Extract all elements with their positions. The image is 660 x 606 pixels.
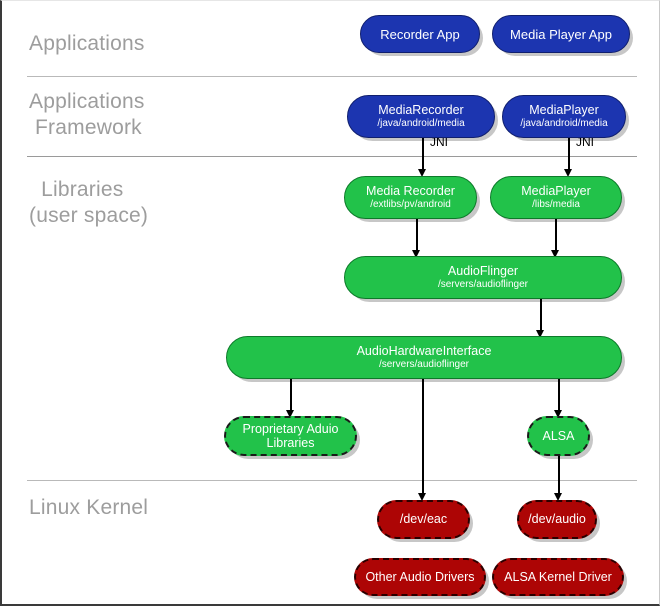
layer-label-applications-framework: Applications Framework xyxy=(29,90,145,139)
connector-audioflinger-ahi xyxy=(540,298,542,332)
node-dev-audio[interactable]: /dev/audio xyxy=(517,500,597,539)
arrowhead-ahi-proprietary xyxy=(286,410,294,418)
node-audiohardwareinterface-title: AudioHardwareInterface xyxy=(356,344,492,358)
node-mediarecorder-framework[interactable]: MediaRecorder /java/android/media xyxy=(347,95,495,138)
arrowhead-audioflinger-ahi xyxy=(536,330,544,338)
connector-ahi-proprietary xyxy=(290,378,292,412)
node-alsa[interactable]: ALSA xyxy=(527,416,590,456)
node-audioflinger[interactable]: AudioFlinger /servers/audioflinger xyxy=(344,256,622,299)
node-audioflinger-path: /servers/audioflinger xyxy=(437,279,529,290)
divider-applications xyxy=(27,76,637,77)
connector-mediaplayer-audioflinger xyxy=(555,218,557,252)
node-mediaplayer-framework-title: MediaPlayer xyxy=(529,103,599,117)
node-audiohardwareinterface-path: /servers/audioflinger xyxy=(378,359,470,370)
connector-mediaplayer-jni xyxy=(568,137,570,171)
node-mediarecorder-framework-title: MediaRecorder xyxy=(378,103,464,117)
node-dev-audio-title: /dev/audio xyxy=(528,512,586,526)
divider-framework xyxy=(27,156,637,157)
node-media-player-app-title: Media Player App xyxy=(510,26,612,42)
node-recorder-app[interactable]: Recorder App xyxy=(360,15,480,53)
arrowhead-mediaplayer-audioflinger xyxy=(551,250,559,258)
node-mediaplayer-framework-path: /java/android/media xyxy=(520,118,608,129)
node-other-audio-drivers[interactable]: Other Audio Drivers xyxy=(354,558,486,596)
arrowhead-ahi-dev-eac xyxy=(418,493,426,501)
node-other-audio-drivers-title: Other Audio Drivers xyxy=(365,569,475,584)
node-alsa-kernel-driver-title: ALSA Kernel Driver xyxy=(504,569,612,584)
connector-ahi-dev-eac xyxy=(422,378,424,496)
node-media-recorder-lib-path: /extlibs/pv/android xyxy=(370,199,451,210)
layer-label-libraries: Libraries (user space) xyxy=(29,178,149,227)
node-media-player-app[interactable]: Media Player App xyxy=(492,15,630,53)
node-mediaplayer-lib-path: /libs/media xyxy=(532,199,580,210)
edge-label-jni-right: JNI xyxy=(576,135,594,149)
layer-label-applications: Applications xyxy=(29,32,145,55)
node-alsa-title: ALSA xyxy=(542,428,575,443)
arrowhead-ahi-alsa xyxy=(554,410,562,418)
node-mediaplayer-framework[interactable]: MediaPlayer /java/android/media xyxy=(502,95,626,138)
layer-label-linux-kernel: Linux Kernel xyxy=(29,496,149,519)
connector-alsa-dev-audio xyxy=(558,455,560,495)
node-proprietary-audio-libraries-title: Proprietary Aduio Libraries xyxy=(242,422,339,450)
node-audioflinger-title: AudioFlinger xyxy=(447,264,519,278)
divider-kernel xyxy=(27,480,637,481)
node-mediaplayer-lib[interactable]: MediaPlayer /libs/media xyxy=(490,176,622,219)
node-proprietary-audio-libraries[interactable]: Proprietary Aduio Libraries xyxy=(224,416,357,456)
arrowhead-mediaplayer-jni xyxy=(564,169,572,177)
node-media-recorder-lib[interactable]: Media Recorder /extlibs/pv/android xyxy=(344,176,477,219)
node-dev-eac[interactable]: /dev/eac xyxy=(377,500,470,539)
node-mediaplayer-lib-title: MediaPlayer xyxy=(521,184,591,198)
node-recorder-app-title: Recorder App xyxy=(380,26,460,42)
node-audiohardwareinterface[interactable]: AudioHardwareInterface /servers/audiofli… xyxy=(226,336,622,379)
arrowhead-mediarecorder-audioflinger xyxy=(412,250,420,258)
connector-ahi-alsa xyxy=(558,378,560,412)
connector-mediarecorder-jni xyxy=(422,137,424,171)
node-media-recorder-lib-title: Media Recorder xyxy=(366,184,455,198)
edge-label-jni-left: JNI xyxy=(430,135,448,149)
node-mediarecorder-framework-path: /java/android/media xyxy=(377,118,465,129)
node-dev-eac-title: /dev/eac xyxy=(399,512,448,526)
arrowhead-alsa-dev-audio xyxy=(554,493,562,501)
arrowhead-mediarecorder-jni xyxy=(418,169,426,177)
connector-mediarecorder-audioflinger xyxy=(416,218,418,252)
node-alsa-kernel-driver[interactable]: ALSA Kernel Driver xyxy=(492,558,624,596)
